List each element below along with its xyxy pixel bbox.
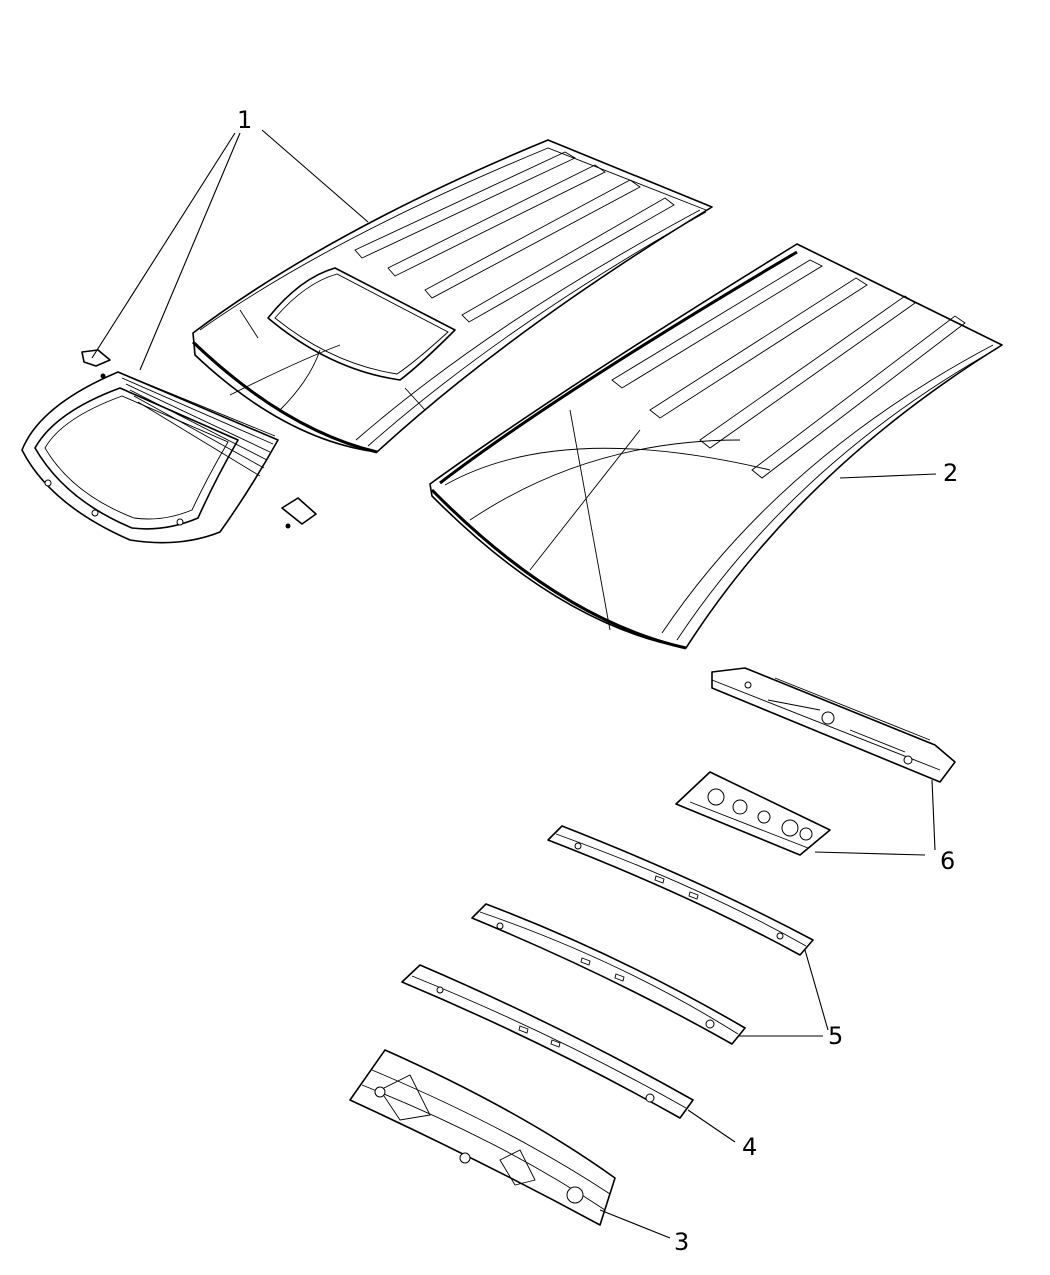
- callout-3: 3: [674, 1228, 689, 1256]
- callout-1: 1: [237, 106, 252, 134]
- roof-bow-4[interactable]: [401, 964, 694, 1119]
- leader-lines: [91, 129, 937, 1239]
- callout-2: 2: [943, 459, 958, 487]
- leader-1-bracket: [91, 132, 236, 359]
- leader-5-a: [804, 949, 829, 1031]
- roof-panel-sunroof[interactable]: [191, 139, 713, 454]
- roof-panel[interactable]: [429, 243, 1003, 650]
- leader-1-frame: [139, 132, 241, 371]
- leader-4: [687, 1109, 736, 1143]
- roof-front-header[interactable]: [349, 1049, 616, 1226]
- callout-4: 4: [742, 1133, 757, 1161]
- leader-1-roof: [261, 129, 369, 223]
- bracket-lower[interactable]: [281, 497, 317, 529]
- roof-bow-5-upper[interactable]: [547, 825, 814, 956]
- leader-2: [839, 473, 937, 479]
- bracket-upper[interactable]: [81, 349, 111, 379]
- roof-bow-rear[interactable]: [711, 667, 956, 783]
- sunroof-reinforcement-frame[interactable]: [21, 371, 279, 544]
- leader-3: [599, 1209, 671, 1239]
- leader-6-a: [931, 779, 936, 851]
- leader-6-b: [814, 851, 926, 856]
- roof-bow-mid-brace[interactable]: [675, 771, 831, 856]
- callout-6: 6: [940, 847, 955, 875]
- callout-5: 5: [828, 1022, 843, 1050]
